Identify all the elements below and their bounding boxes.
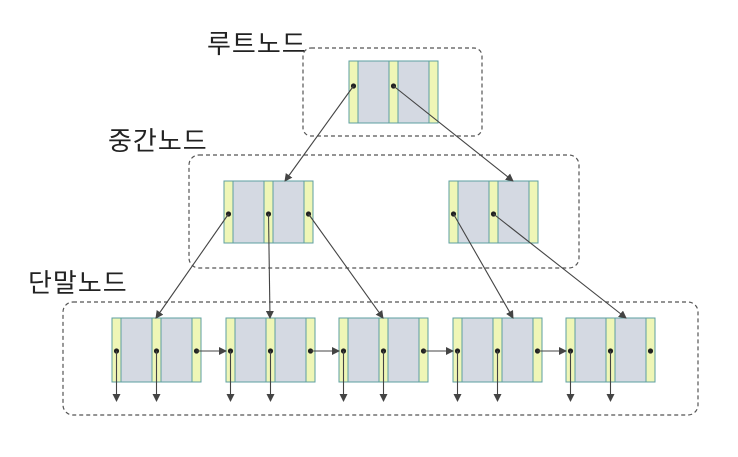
child-pointer-arrow xyxy=(265,213,274,319)
child-pointer-arrow xyxy=(155,213,229,319)
key-cell xyxy=(160,317,193,383)
pointer-cell xyxy=(388,60,399,124)
pointer-cell xyxy=(428,60,439,124)
root-node-label: 루트노드 xyxy=(207,30,307,60)
key-cell xyxy=(397,60,430,124)
child-pointer-arrow xyxy=(308,213,384,319)
internal-node-label: 중간노드 xyxy=(108,127,208,157)
pointer-dot xyxy=(647,348,654,354)
key-cell xyxy=(120,317,153,383)
key-cell xyxy=(274,317,307,383)
key-cell xyxy=(614,317,647,383)
leaf-level-box xyxy=(62,301,699,416)
root-level-box xyxy=(302,47,483,137)
key-cell xyxy=(461,317,494,383)
key-cell xyxy=(234,317,267,383)
pointer-cell xyxy=(348,60,359,124)
key-cell xyxy=(497,180,530,244)
pointer-cell xyxy=(528,180,539,244)
child-pointer-arrow xyxy=(493,213,627,319)
key-cell xyxy=(232,180,265,244)
key-cell xyxy=(387,317,420,383)
key-cell xyxy=(357,60,390,124)
child-pointer-arrow xyxy=(284,85,354,182)
key-cell xyxy=(457,180,490,244)
leaf-node-label: 단말노드 xyxy=(28,269,128,299)
root-node xyxy=(348,60,439,124)
key-cell xyxy=(574,317,607,383)
child-pointer-arrow xyxy=(453,213,514,319)
key-cell xyxy=(501,317,534,383)
key-cell xyxy=(272,180,305,244)
key-cell xyxy=(347,317,380,383)
child-pointer-arrow xyxy=(393,85,514,182)
internal-level-box xyxy=(188,154,580,269)
